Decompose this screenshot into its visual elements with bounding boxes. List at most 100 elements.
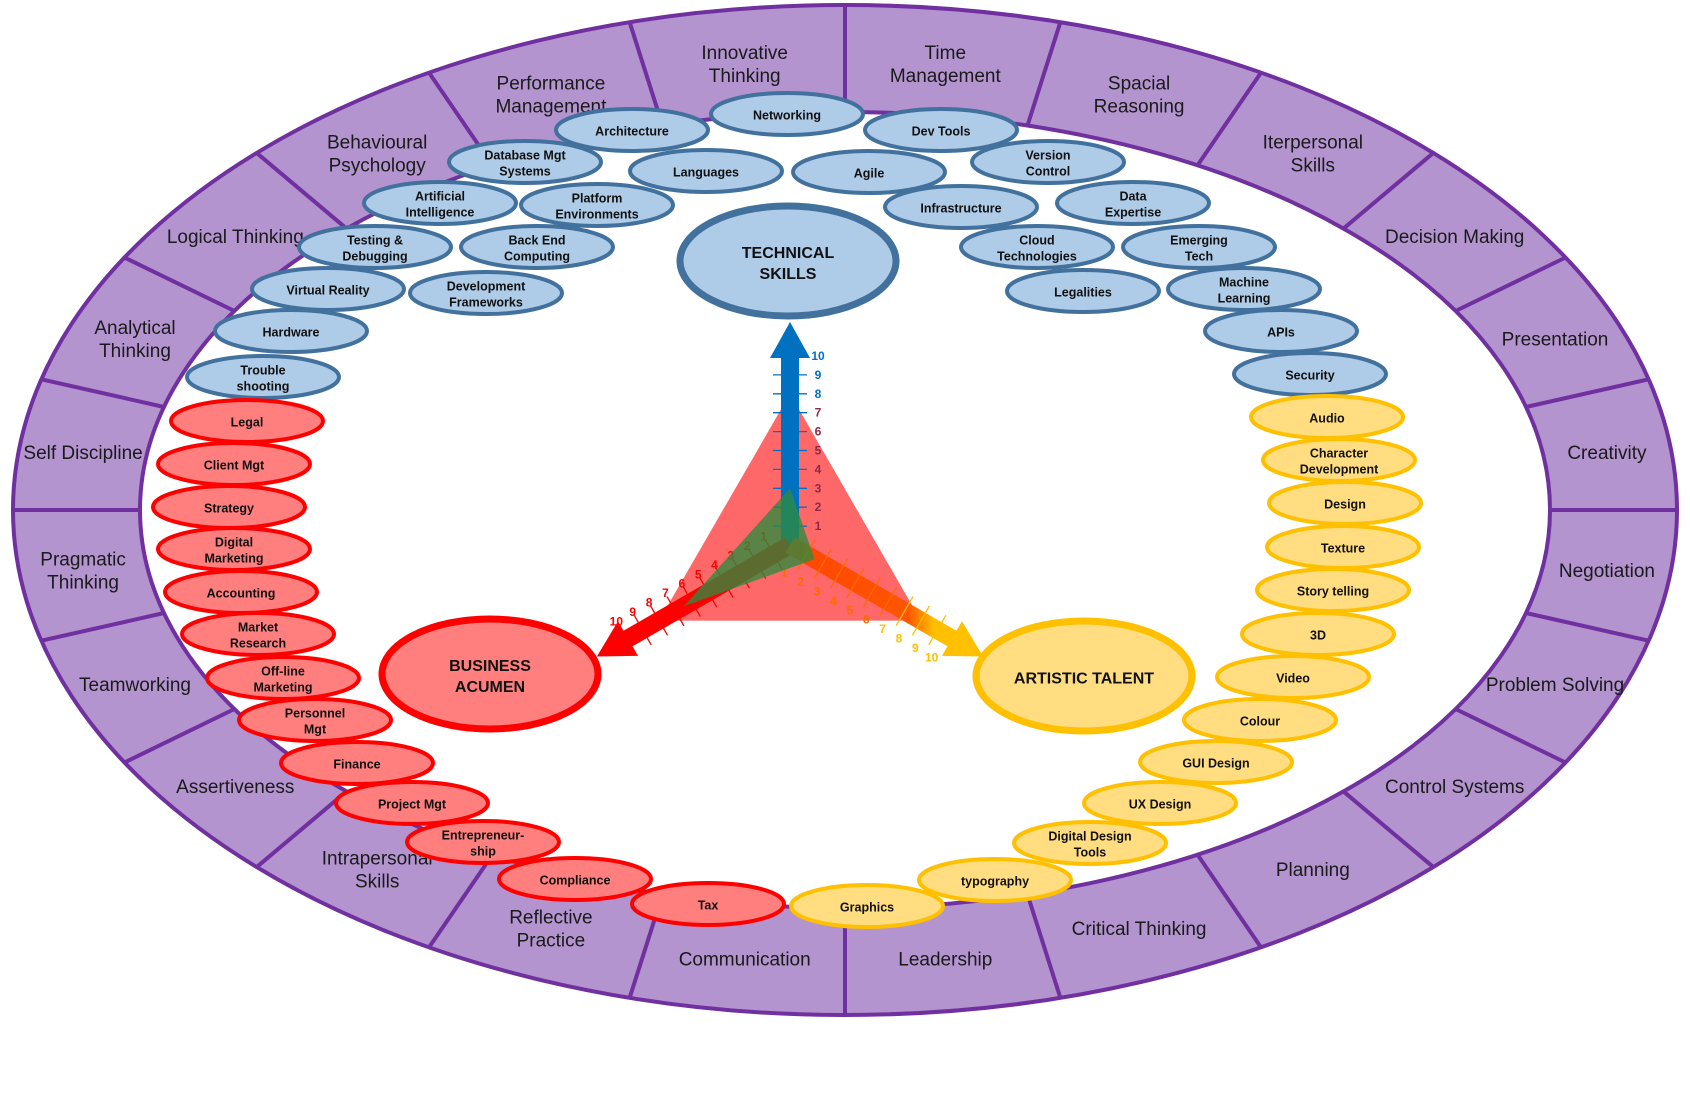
technical-skill-pill[interactable]: APIs: [1203, 308, 1359, 354]
ring-divider: [123, 255, 236, 313]
axis-tick: [846, 567, 865, 598]
axis-tick-label: 10: [925, 651, 939, 665]
artistic-skill-pill[interactable]: Graphics: [789, 883, 945, 929]
skill-pill-shape: [959, 224, 1115, 270]
technical-skill-pill[interactable]: Networking: [709, 91, 865, 137]
axis-tick-label: 9: [629, 605, 636, 619]
technical-skill-pill[interactable]: Dev Tools: [863, 107, 1019, 153]
business-skill-pill[interactable]: Entrepreneur-ship: [405, 819, 561, 865]
business-skill-pill[interactable]: Compliance: [497, 856, 653, 902]
ring-divider: [1195, 71, 1263, 167]
skill-pill-label: Client Mgt: [204, 459, 265, 473]
technical-skill-pill[interactable]: Virtual Reality: [250, 266, 406, 312]
technical-skill-pill[interactable]: Security: [1232, 351, 1388, 397]
technical-skill-pill[interactable]: Hardware: [213, 308, 369, 354]
skill-pill-shape: [250, 266, 406, 312]
skill-pill-shape: [1005, 268, 1161, 314]
business-skill-pill[interactable]: Tax: [630, 881, 786, 927]
axis-tick-label: 8: [815, 387, 822, 401]
axis-tick: [879, 586, 898, 617]
axis-tick-label: 4: [830, 594, 837, 608]
axis-tick-label: 6: [863, 613, 870, 627]
ring-segment-label: Logical Thinking: [167, 227, 304, 248]
artistic-skill-pill[interactable]: Video: [1215, 654, 1371, 700]
skill-pill-shape: [1082, 780, 1238, 826]
ring-segment-label: Problem Solving: [1486, 675, 1624, 696]
artistic-skill-pill[interactable]: Story telling: [1255, 567, 1411, 613]
technical-skill-pill[interactable]: Agile: [791, 149, 947, 195]
skill-pill-label: Audio: [1309, 412, 1345, 426]
ring-divider: [427, 853, 495, 949]
hub-shape: [972, 617, 1196, 735]
technical-axis-arrow: [770, 321, 810, 545]
business-skill-pill[interactable]: Project Mgt: [334, 780, 490, 826]
artistic-skill-pill[interactable]: GUI Design: [1138, 739, 1294, 785]
artistic-skill-pill[interactable]: Audio: [1249, 394, 1405, 440]
technical-skill-pill[interactable]: Testing &Debugging: [297, 224, 453, 270]
business-skill-pill[interactable]: Strategy: [151, 484, 307, 530]
skill-pill-shape: [554, 107, 710, 153]
technical-skill-pill[interactable]: Infrastructure: [883, 184, 1039, 230]
skill-pill-label: Finance: [333, 758, 380, 772]
axis-tick-label: 1: [815, 519, 822, 533]
skill-pill-label: Accounting: [207, 587, 276, 601]
technical-skill-pill[interactable]: Legalities: [1005, 268, 1161, 314]
skill-pill-shape: [297, 224, 453, 270]
business-skill-pill[interactable]: Client Mgt: [156, 441, 312, 487]
skill-pill-label: Agile: [854, 167, 885, 181]
ring-divider: [123, 707, 236, 765]
artistic-skill-pill[interactable]: Colour: [1182, 697, 1338, 743]
business-skill-pill[interactable]: Finance: [279, 740, 435, 786]
hub-artistic-talent[interactable]: ARTISTIC TALENT: [972, 617, 1196, 735]
artistic-skill-pill[interactable]: Design: [1267, 480, 1423, 526]
artistic-skill-pill[interactable]: typography: [917, 857, 1073, 903]
ring-segment-label: Communication: [679, 950, 811, 971]
skill-pill-shape: [185, 354, 341, 400]
ring-segment-label: Critical Thinking: [1072, 919, 1207, 940]
artistic-axis-arrow: [785, 537, 984, 657]
technical-skill-pill[interactable]: Architecture: [554, 107, 710, 153]
skill-pill-shape: [213, 308, 369, 354]
technical-skill-pill[interactable]: Languages: [628, 148, 784, 194]
ring-divider: [255, 151, 348, 231]
axis-tick-label: 10: [610, 615, 624, 629]
axis-tick: [928, 615, 947, 646]
business-skill-pill[interactable]: Legal: [169, 398, 325, 444]
artistic-skill-pill[interactable]: UX Design: [1082, 780, 1238, 826]
artistic-skill-pill[interactable]: 3D: [1240, 611, 1396, 657]
artistic-skill-pill[interactable]: Texture: [1265, 524, 1421, 570]
skill-pill-shape: [1255, 567, 1411, 613]
business-skill-pill[interactable]: Accounting: [163, 569, 319, 615]
axis-tick-label: 4: [815, 462, 822, 476]
